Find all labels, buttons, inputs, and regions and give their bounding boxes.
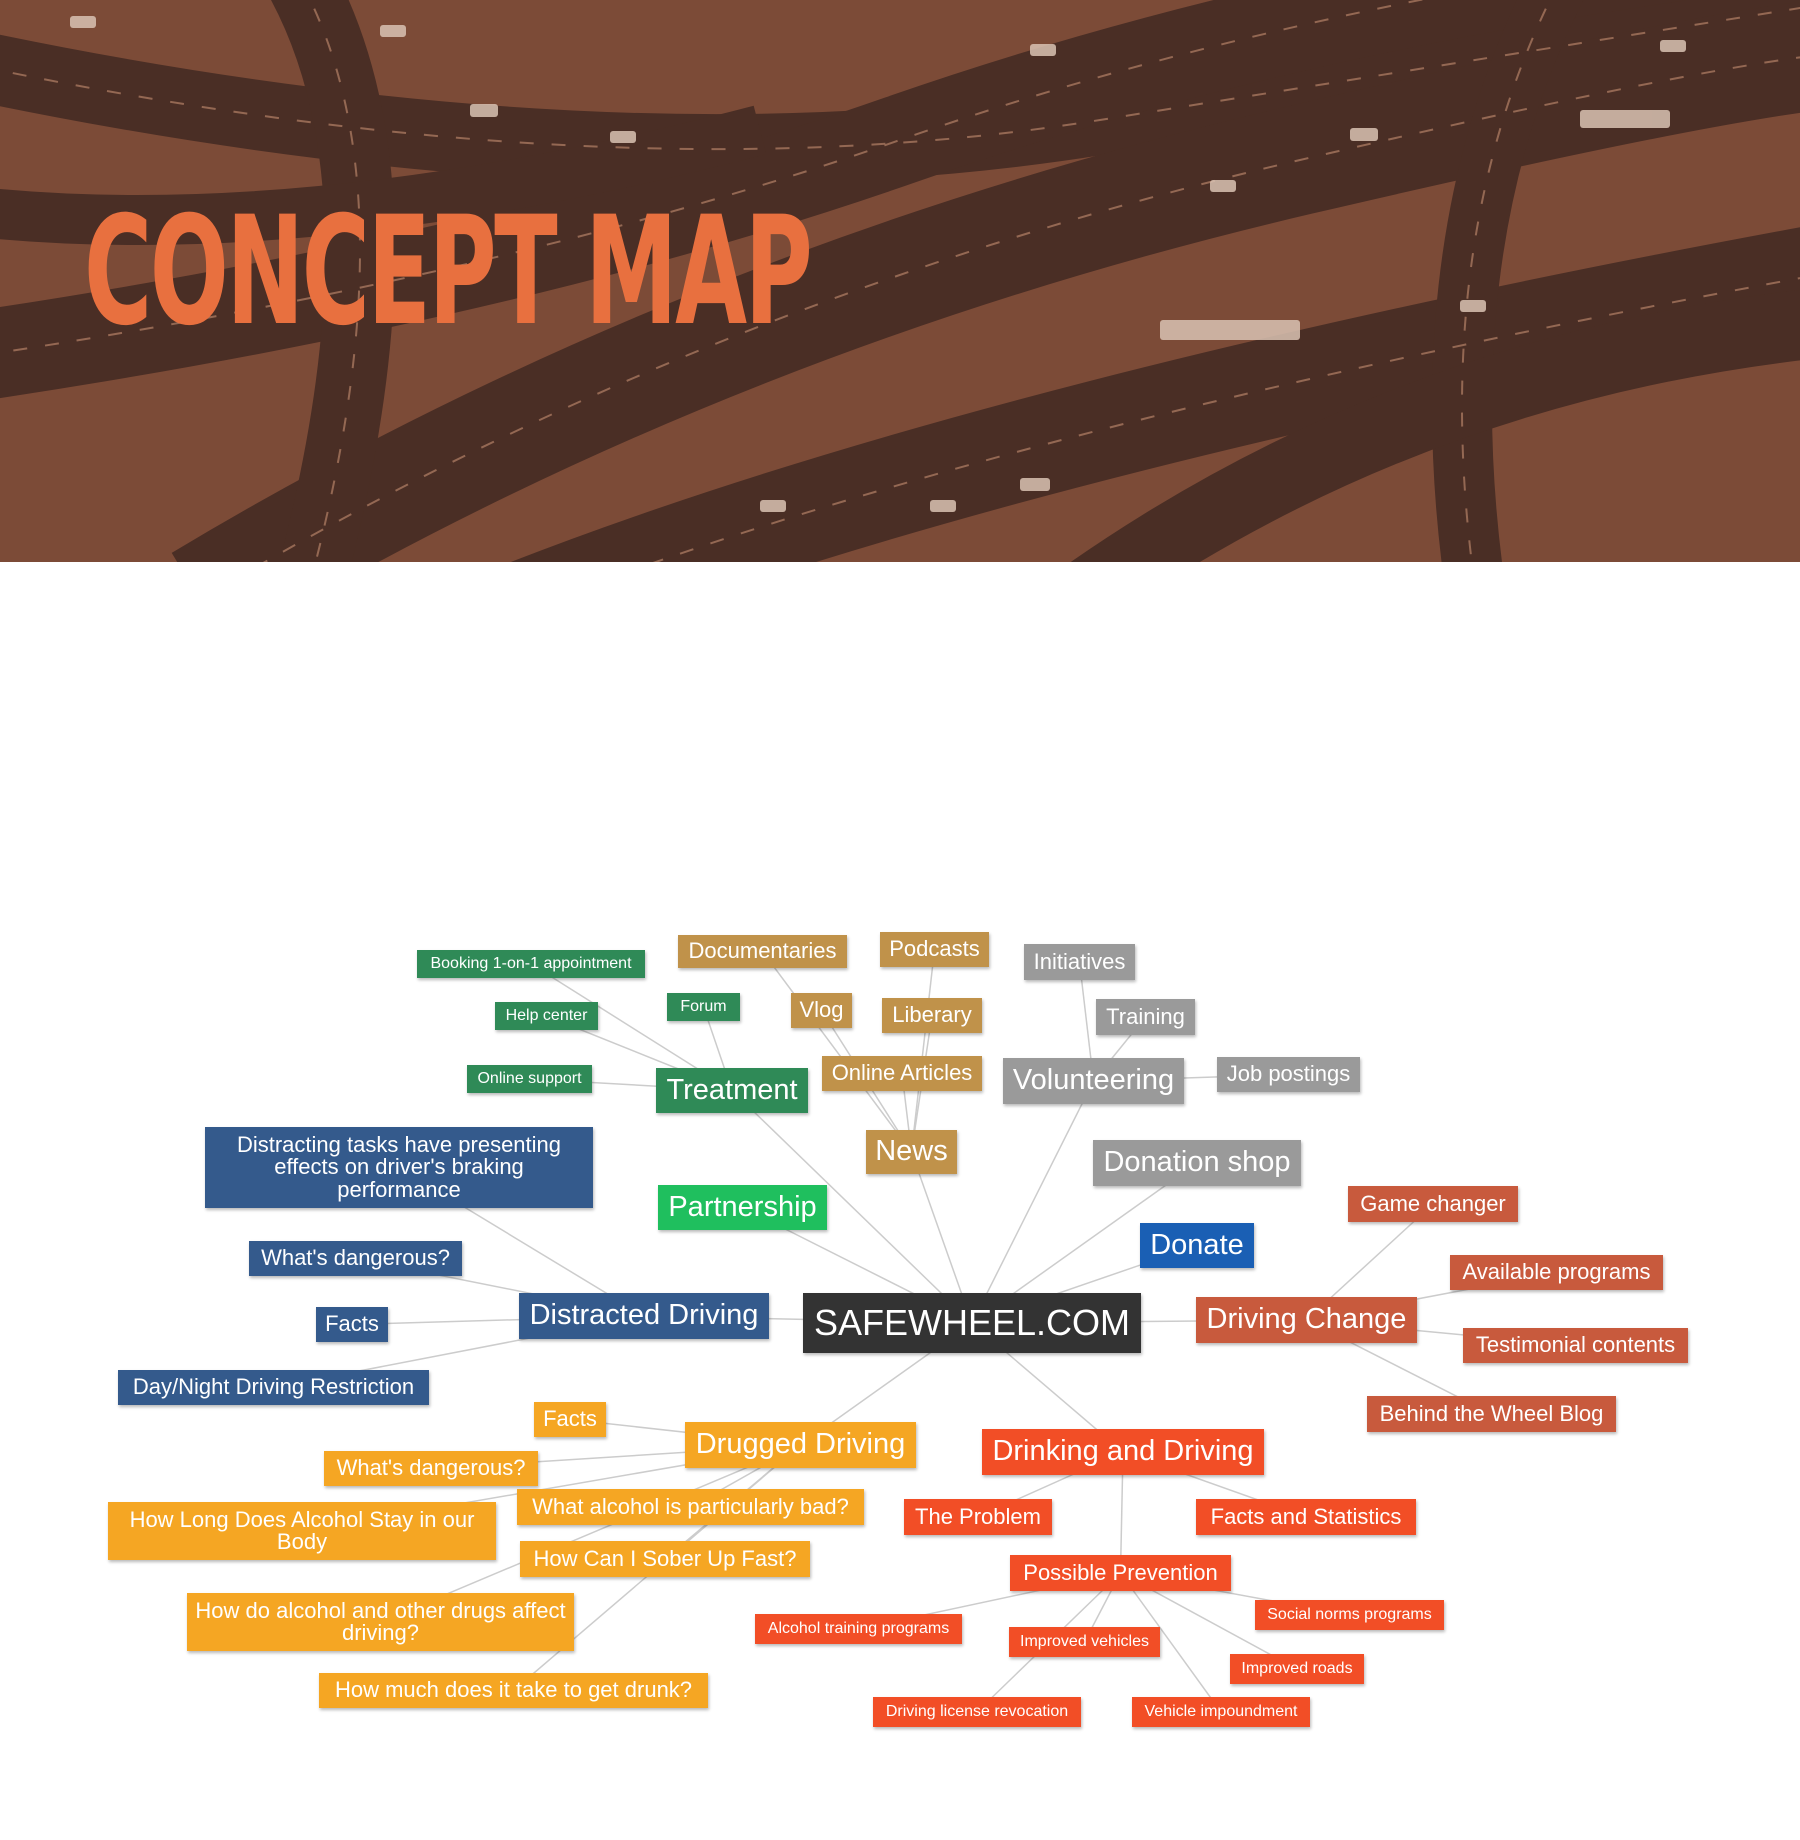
map-node-drinking[interactable]: Drinking and Driving <box>982 1429 1264 1475</box>
concept-map: SAFEWHEEL.COM Treatment Booking 1-on-1 app… <box>0 900 1800 1780</box>
map-node-initiatives[interactable]: Initiatives <box>1024 944 1135 980</box>
map-node-improved-roads[interactable]: Improved roads <box>1230 1654 1364 1684</box>
map-node-dr-dangerous[interactable]: What's dangerous? <box>324 1451 538 1486</box>
map-node-training[interactable]: Training <box>1096 999 1195 1035</box>
map-node-sober[interactable]: How Can I Sober Up Fast? <box>520 1541 810 1577</box>
map-node-drugged[interactable]: Drugged Driving <box>685 1422 916 1468</box>
map-node-improved-vehicles[interactable]: Improved vehicles <box>1009 1627 1160 1657</box>
map-node-online-support[interactable]: Online support <box>467 1065 592 1093</box>
map-node-prevention[interactable]: Possible Prevention <box>1010 1555 1231 1591</box>
map-node-articles[interactable]: Online Articles <box>822 1056 982 1091</box>
map-node-center[interactable]: SAFEWHEEL.COM <box>803 1293 1141 1353</box>
map-node-documentaries[interactable]: Documentaries <box>678 935 847 968</box>
map-node-jobs[interactable]: Job postings <box>1217 1057 1360 1092</box>
connector-center-treatment <box>731 1089 973 1324</box>
hero-banner: CONCEPT MAP <box>0 0 1800 562</box>
page-title: CONCEPT MAP <box>84 185 813 359</box>
map-node-driving-change[interactable]: Driving Change <box>1196 1297 1417 1343</box>
map-node-help[interactable]: Help center <box>495 1002 598 1030</box>
map-node-forum[interactable]: Forum <box>667 993 740 1021</box>
map-node-available[interactable]: Available programs <box>1450 1255 1663 1290</box>
map-node-podcasts[interactable]: Podcasts <box>880 932 989 967</box>
map-node-distracted[interactable]: Distracted Driving <box>519 1293 769 1339</box>
map-node-volunteering[interactable]: Volunteering <box>1003 1058 1184 1104</box>
map-node-facts-stats[interactable]: Facts and Statistics <box>1196 1499 1416 1535</box>
connector-center-volunteering <box>971 1080 1095 1324</box>
map-node-game-changer[interactable]: Game changer <box>1348 1186 1518 1222</box>
map-node-license-revocation[interactable]: Driving license revocation <box>873 1697 1081 1727</box>
map-node-vlog[interactable]: Vlog <box>791 993 852 1028</box>
highway-background-image <box>0 0 1800 562</box>
map-node-distracting-tasks[interactable]: Distracting tasks have presenting effect… <box>205 1127 593 1208</box>
map-node-daynight[interactable]: Day/Night Driving Restriction <box>118 1370 429 1405</box>
map-node-alcohol-training[interactable]: Alcohol training programs <box>755 1614 962 1644</box>
map-node-impoundment[interactable]: Vehicle impoundment <box>1132 1697 1310 1727</box>
map-node-testimonial[interactable]: Testimonial contents <box>1463 1328 1688 1363</box>
map-node-news[interactable]: News <box>866 1130 957 1174</box>
map-node-how-long[interactable]: How Long Does Alcohol Stay in our Body <box>108 1502 496 1560</box>
map-node-social-norms[interactable]: Social norms programs <box>1255 1600 1444 1630</box>
connector-news-documentaries <box>761 951 913 1153</box>
map-node-partnership[interactable]: Partnership <box>658 1185 827 1230</box>
map-node-donate[interactable]: Donate <box>1140 1223 1254 1268</box>
map-node-donation-shop[interactable]: Donation shop <box>1093 1140 1301 1186</box>
map-node-dd-dangerous[interactable]: What's dangerous? <box>249 1241 462 1276</box>
map-node-alcohol-bad[interactable]: What alcohol is particularly bad? <box>517 1489 864 1525</box>
map-node-blog[interactable]: Behind the Wheel Blog <box>1367 1396 1616 1432</box>
map-node-booking[interactable]: Booking 1-on-1 appointment <box>417 950 645 978</box>
connector-prevention-impoundment <box>1119 1572 1222 1713</box>
map-node-dd-facts[interactable]: Facts <box>316 1307 388 1342</box>
map-node-treatment[interactable]: Treatment <box>656 1068 808 1113</box>
map-node-liberary[interactable]: Liberary <box>882 998 982 1033</box>
connector-drugged-how_do <box>380 1444 801 1623</box>
map-node-how-do[interactable]: How do alcohol and other drugs affect dr… <box>187 1593 574 1651</box>
map-node-how-much[interactable]: How much does it take to get drunk? <box>319 1673 708 1708</box>
connector-news-podcasts <box>910 949 936 1153</box>
map-node-dr-facts[interactable]: Facts <box>534 1402 606 1437</box>
map-node-problem[interactable]: The Problem <box>904 1499 1052 1535</box>
